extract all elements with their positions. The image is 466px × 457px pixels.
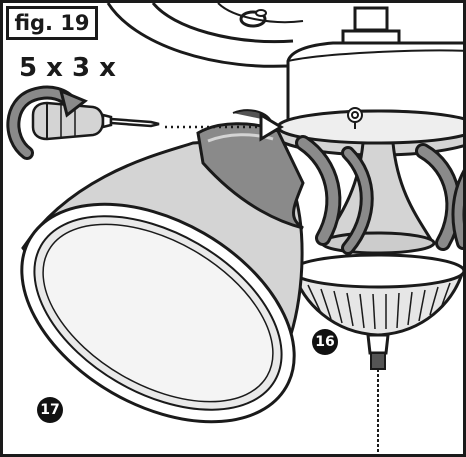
rotation-arrow-icon [6,85,88,160]
screwdriver-icon [31,101,160,141]
ceiling-canopy [106,3,304,68]
switch-housing [290,253,463,355]
thumb-screw-icon [347,107,363,129]
alignment-guide [165,112,284,142]
pull-chain [370,352,386,454]
motor-housing [286,6,463,123]
light-arms [295,135,463,255]
assembly-illustration [6,3,463,454]
callout-17: 17 [37,397,63,423]
glass-shade [20,140,304,424]
figure-number-label: fig. 19 [6,6,98,40]
quantity-label: 5 x 3 x [19,53,116,83]
callout-16: 16 [312,329,338,355]
